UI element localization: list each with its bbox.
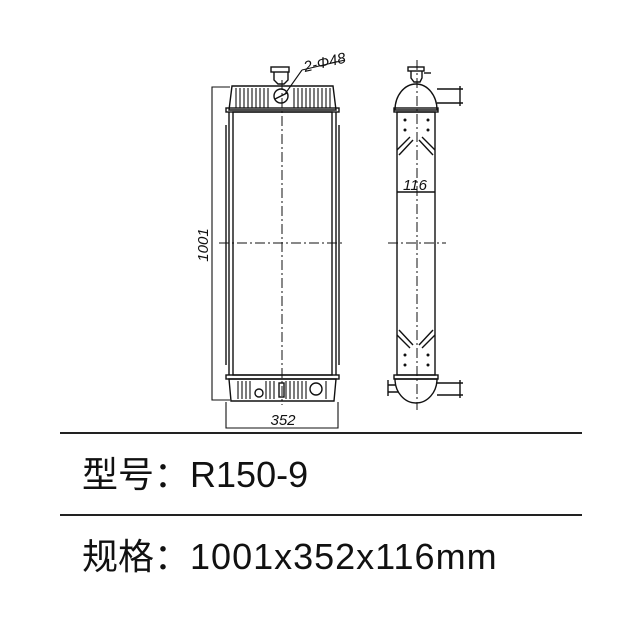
side-view — [387, 60, 463, 410]
model-value: R150-9 — [190, 454, 309, 495]
filler-hole — [273, 88, 289, 104]
separator: ： — [154, 454, 191, 495]
depth-dimension: 116 — [403, 177, 428, 194]
divider-top — [60, 432, 582, 434]
model-label: 型号 — [82, 454, 155, 495]
bottom-tank — [228, 378, 337, 402]
model-row: 型号：R150-9 — [82, 457, 308, 493]
size-value: 1001x352x116mm — [190, 536, 498, 577]
size-label: 规格 — [82, 536, 155, 577]
front-view — [211, 59, 346, 429]
top-tank — [228, 85, 337, 111]
separator: ： — [154, 536, 191, 577]
height-dimension-line — [211, 86, 230, 401]
height-dimension: 1001 — [195, 228, 212, 261]
divider-middle — [60, 514, 582, 516]
top-dome — [394, 83, 438, 111]
radiator-technical-drawing: 2-Φ48 1001 352 116 — [195, 50, 463, 429]
size-row: 规格：1001x352x116mm — [82, 539, 498, 575]
width-dimension: 352 — [270, 412, 296, 429]
bottom-dome — [394, 378, 438, 404]
width-dimension-line — [225, 402, 339, 429]
filler-cap — [270, 66, 290, 73]
hole-callout: 2-Φ48 — [301, 50, 348, 77]
